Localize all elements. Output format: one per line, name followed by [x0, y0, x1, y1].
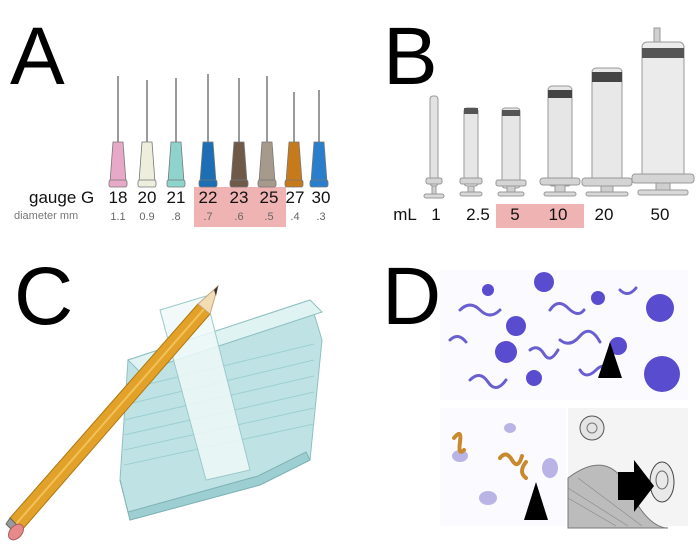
needles-illustration [108, 74, 329, 188]
diameter-value: .8 [171, 211, 181, 223]
volume-unit-label: mL [393, 205, 417, 224]
diameter-value: .3 [316, 211, 326, 223]
syringe-1ml-icon [423, 95, 445, 199]
needle-icon [137, 80, 157, 188]
glass-slides-icon [119, 295, 323, 521]
diameter-value: 0.9 [139, 211, 155, 223]
micrograph-stained-cells [440, 408, 566, 526]
diameter-value: .6 [234, 211, 244, 223]
needle-icon [198, 74, 218, 188]
diameter-value: .4 [290, 211, 300, 223]
gauge-value: 18 [108, 188, 128, 207]
gauge-value: 20 [137, 188, 157, 207]
needle-icon [309, 90, 329, 188]
gauge-value: 21 [166, 188, 186, 207]
volume-value: 20 [594, 205, 614, 224]
panel-label-c: C [14, 251, 74, 342]
volume-value: 10 [548, 205, 568, 224]
needle-icon [166, 78, 186, 188]
needle-icon [108, 76, 128, 188]
gauge-value: 27 [285, 188, 305, 207]
syringe-10ml-icon [539, 85, 581, 197]
micrograph-blood-smear [440, 270, 688, 400]
arrowhead-marker [598, 342, 622, 378]
arrowhead-marker [524, 482, 548, 520]
micrograph-electron [567, 408, 688, 529]
gauge-highlight [194, 187, 286, 227]
gauge-axis-label: gauge G [29, 188, 95, 207]
volume-value: 50 [650, 205, 670, 224]
arrow-marker [618, 460, 654, 512]
gauge-value: 22 [198, 188, 218, 207]
panel-label-d: D [382, 251, 442, 342]
diameter-value: 1.1 [110, 211, 126, 223]
volume-highlight [496, 204, 584, 228]
volume-value: 5 [510, 205, 520, 224]
diameter-value: .7 [203, 211, 213, 223]
pencil-icon [5, 284, 219, 541]
diameter-value: .5 [264, 211, 274, 223]
syringe-2-5ml-icon [459, 107, 483, 197]
syringe-50ml-icon [631, 27, 695, 196]
gauge-value: 30 [311, 188, 331, 207]
syringes-illustration [423, 27, 695, 199]
slides-and-pencil-illustration [5, 284, 323, 541]
panel-label-b: B [383, 11, 438, 102]
panel-label-a: A [10, 11, 65, 102]
needle-icon [229, 78, 249, 188]
syringe-20ml-icon [581, 67, 633, 197]
gauge-value: 23 [229, 188, 249, 207]
diameter-axis-label: diameter mm [14, 210, 79, 222]
needle-icon [284, 92, 304, 188]
needle-icon [257, 76, 277, 188]
volume-value: 1 [431, 205, 441, 224]
syringe-5ml-icon [495, 107, 527, 197]
gauge-value: 25 [259, 188, 279, 207]
volume-value: 2.5 [466, 205, 490, 224]
